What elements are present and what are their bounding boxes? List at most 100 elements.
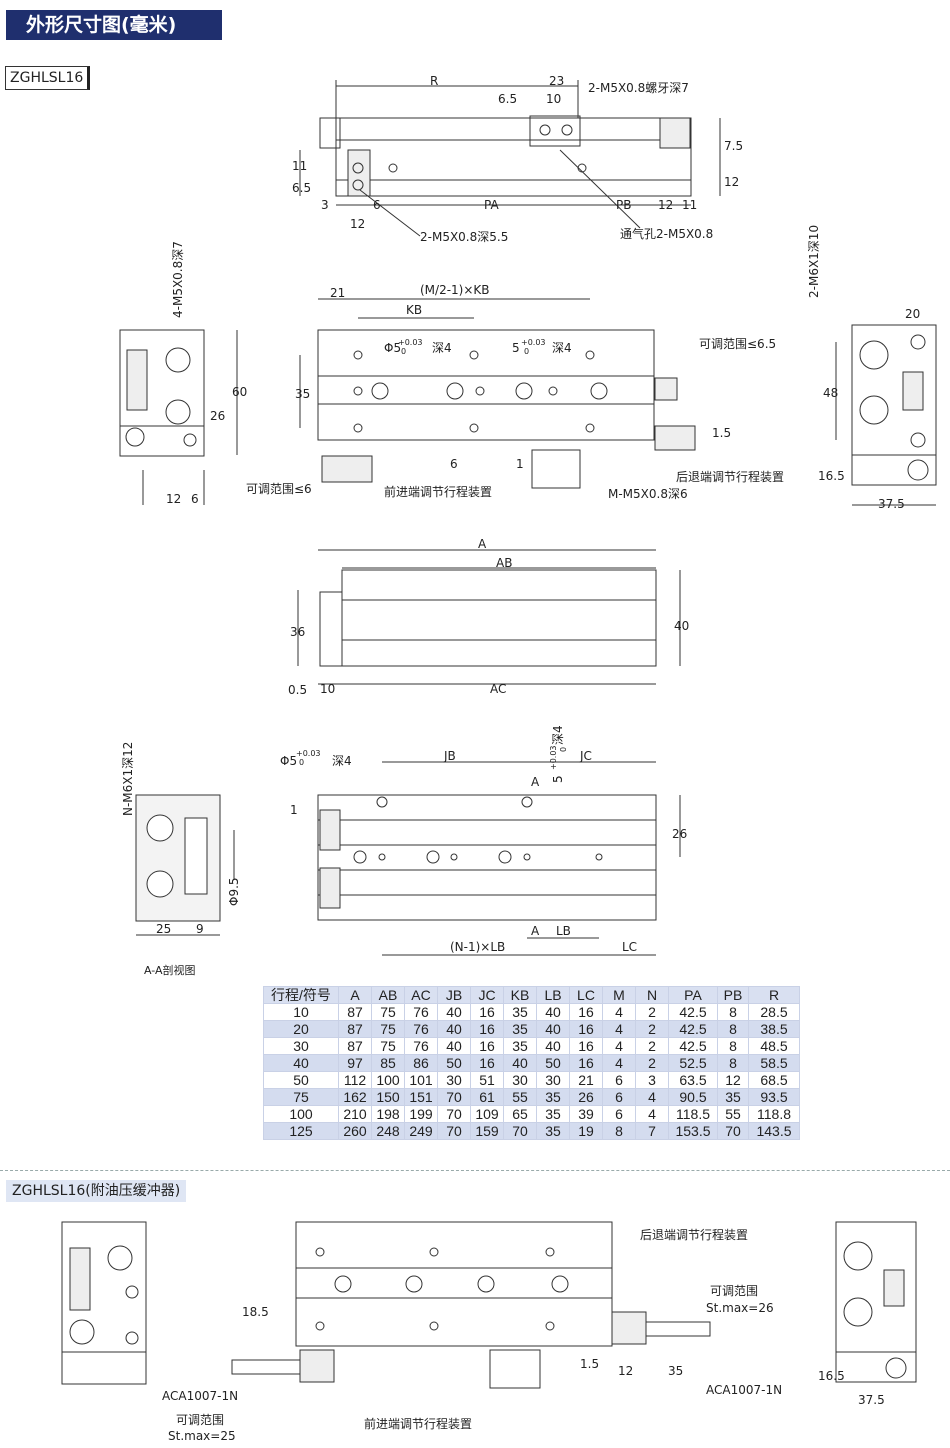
table-cell: 38.5 (748, 1020, 800, 1038)
dim-12c: 12 (658, 198, 673, 212)
table-cell: 35 (503, 1003, 537, 1021)
table-cell: 76 (404, 1020, 438, 1038)
model-label: ZGHLSL16 (5, 66, 91, 90)
s2-aca-left: ACA1007-1N (162, 1389, 238, 1403)
table-cell: 198 (371, 1105, 405, 1123)
tol-a: +0.03 (398, 338, 423, 347)
table-cell: 75 (371, 1020, 405, 1038)
table-cell: 58.5 (748, 1054, 800, 1072)
table-cell: 112 (338, 1071, 372, 1089)
n-m6-label: N-M6X1深12 (121, 742, 135, 816)
s2-12: 12 (618, 1364, 633, 1378)
table-cell: 48.5 (748, 1037, 800, 1055)
screw-left-label: 2-M5X0.8深5.5 (420, 230, 508, 244)
dim-PB: PB (616, 198, 631, 212)
table-cell: 40 (437, 1020, 471, 1038)
table-cell: 76 (404, 1003, 438, 1021)
side-screw-label: 4-M5X0.8深7 (171, 241, 185, 318)
table-header: PB (717, 986, 749, 1004)
table-cell: 16 (470, 1037, 504, 1055)
dim-m-kb: (M/2-1)×KB (420, 283, 490, 297)
dim-23: 23 (549, 74, 564, 88)
table-cell: 6 (602, 1088, 636, 1106)
s2-right-view (835, 1221, 917, 1383)
phi5-a: Φ5 (384, 341, 401, 355)
dim-A: A (478, 537, 487, 551)
tol0-b: 0 (524, 347, 529, 356)
right-side-view (835, 324, 937, 506)
table-cell: 101 (404, 1071, 438, 1089)
dim-0-5: 0.5 (288, 683, 307, 697)
table-cell: 210 (338, 1105, 372, 1123)
s2-st26: St.max=26 (706, 1301, 774, 1315)
top-view (299, 80, 721, 237)
table-cell: 65 (503, 1105, 537, 1123)
dim-6a: 6 (373, 198, 381, 212)
s2-adj-label: 可调范围 (710, 1284, 758, 1298)
table-cell: 20 (263, 1020, 339, 1038)
dim-37-5: 37.5 (878, 497, 905, 511)
front-view (299, 298, 696, 489)
table-cell: 4 (635, 1105, 669, 1123)
table-cell: 55 (717, 1105, 749, 1123)
dim-3: 3 (321, 198, 329, 212)
table-cell: 8 (602, 1122, 636, 1140)
table-cell: 118.8 (748, 1105, 800, 1123)
table-cell: 16 (569, 1003, 603, 1021)
dim-35: 35 (295, 387, 310, 401)
table-cell: 52.5 (668, 1054, 718, 1072)
elevation-view (297, 549, 681, 685)
table-cell: 35 (503, 1037, 537, 1055)
table-cell: 87 (338, 1003, 372, 1021)
tol-c: +0.03 (296, 749, 321, 758)
table-cell: 70 (437, 1105, 471, 1123)
table-cell: 159 (470, 1122, 504, 1140)
table-cell: 118.5 (668, 1105, 718, 1123)
section-aa-view (135, 794, 235, 936)
dim-12b: 12 (350, 217, 365, 231)
dim-1: 1 (516, 457, 524, 471)
table-cell: 199 (404, 1105, 438, 1123)
table-cell: 86 (404, 1054, 438, 1072)
table-cell: 6 (602, 1071, 636, 1089)
table-cell: 70 (503, 1122, 537, 1140)
dim-10: 10 (546, 92, 561, 106)
table-header: JC (470, 986, 504, 1004)
table-cell: 4 (602, 1054, 636, 1072)
s2-35: 35 (668, 1364, 683, 1378)
table-cell: 16 (470, 1020, 504, 1038)
table-cell: 40 (263, 1054, 339, 1072)
table-cell: 75 (371, 1037, 405, 1055)
tol0-c: 0 (299, 758, 304, 767)
dim-7-5: 7.5 (724, 139, 743, 153)
table-header: 行程/符号 (263, 986, 339, 1004)
adj-6-5: 可调范围≤6.5 (699, 337, 776, 351)
table-cell: 93.5 (748, 1088, 800, 1106)
table-cell: 26 (569, 1088, 603, 1106)
table-header: AB (371, 986, 405, 1004)
table-cell: 2 (635, 1054, 669, 1072)
dim-6c: 6 (191, 492, 199, 506)
right-screw-label: 2-M6X1深10 (807, 225, 821, 298)
dim-60: 60 (232, 385, 247, 399)
tol-b: +0.03 (521, 338, 546, 347)
table-cell: 30 (263, 1037, 339, 1055)
table-cell: 2 (635, 1003, 669, 1021)
table-cell: 150 (371, 1088, 405, 1106)
table-cell: 35 (536, 1105, 570, 1123)
deep4-c: 深4 (332, 754, 352, 768)
dim-40: 40 (674, 619, 689, 633)
dim-26b: 26 (672, 827, 687, 841)
dim-phi9-5: Φ9.5 (227, 877, 241, 906)
m-m5-label: M-M5X0.8深6 (608, 487, 688, 501)
adj-6: 可调范围≤6 (246, 482, 312, 496)
dim-LB: LB (556, 924, 571, 938)
dim-12a: 12 (724, 175, 739, 189)
table-cell: 42.5 (668, 1037, 718, 1055)
s2-left-view (61, 1221, 147, 1385)
table-cell: 40 (536, 1037, 570, 1055)
